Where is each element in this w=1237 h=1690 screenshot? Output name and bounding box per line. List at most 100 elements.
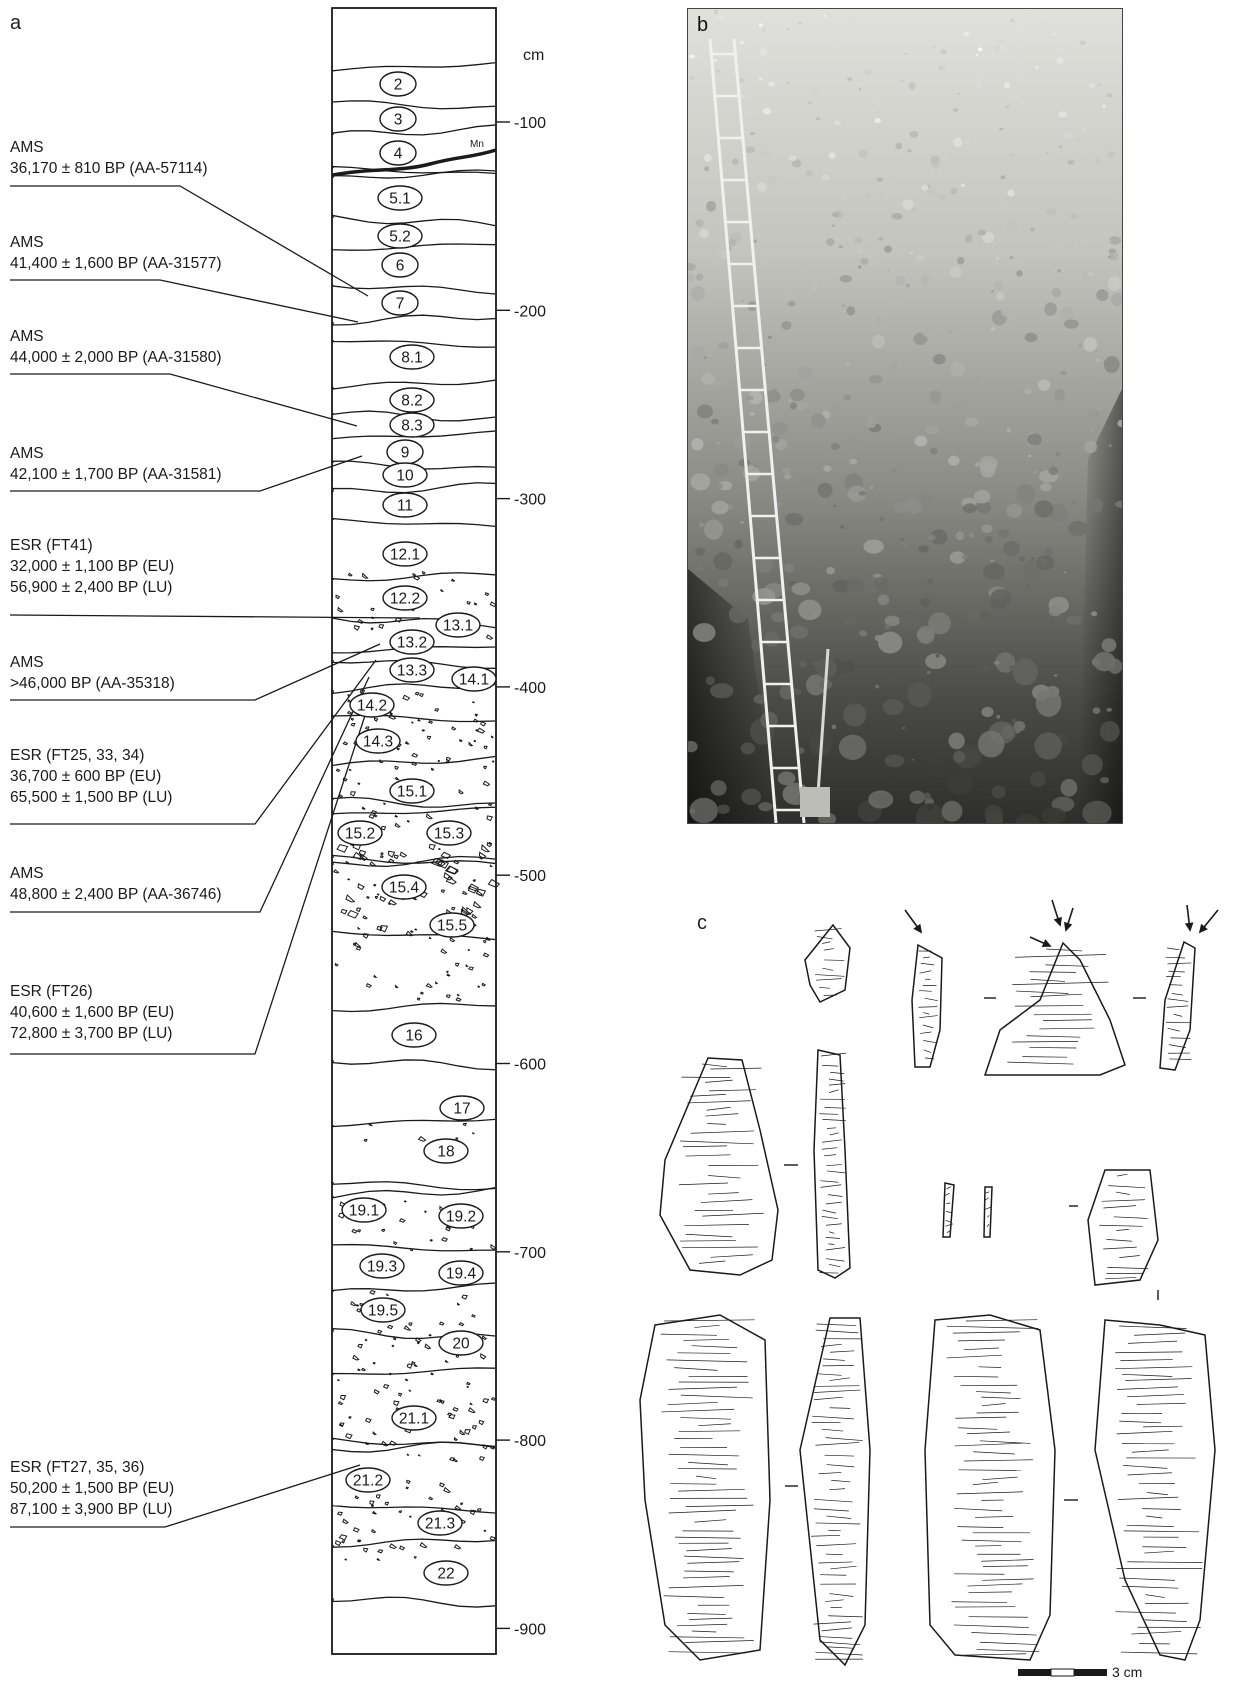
rock xyxy=(893,501,910,513)
rock xyxy=(1034,500,1053,518)
mn-label: Mn xyxy=(470,139,484,150)
stratum-boundary xyxy=(333,932,495,940)
clast xyxy=(473,1133,474,1134)
rock xyxy=(1105,239,1112,243)
rock xyxy=(1004,83,1010,89)
clast xyxy=(477,1509,481,1512)
rock xyxy=(778,771,796,785)
clast xyxy=(395,766,398,769)
rock xyxy=(949,266,961,277)
rock xyxy=(846,439,859,452)
rock xyxy=(864,70,872,75)
rock xyxy=(826,238,834,246)
rock xyxy=(768,336,772,339)
clast xyxy=(337,845,347,853)
stratum-boundary xyxy=(333,807,495,815)
rock xyxy=(734,540,743,549)
rock xyxy=(998,529,1010,538)
rock xyxy=(898,426,912,436)
clast xyxy=(481,721,486,725)
clast xyxy=(438,761,439,762)
clast xyxy=(397,748,399,750)
rock xyxy=(978,731,1005,758)
clast xyxy=(340,1395,345,1399)
rock xyxy=(962,555,968,560)
rock xyxy=(790,402,797,409)
rock xyxy=(806,170,813,176)
clast xyxy=(458,1303,460,1305)
clast xyxy=(358,928,360,930)
clast xyxy=(357,1309,361,1312)
rock xyxy=(771,389,777,394)
rock xyxy=(874,118,881,123)
rock xyxy=(784,474,792,480)
clast xyxy=(358,884,364,890)
rock xyxy=(1035,66,1038,68)
rock xyxy=(760,48,767,56)
layer-label: 19.1 xyxy=(349,1203,379,1220)
rock xyxy=(746,147,755,154)
rock xyxy=(844,394,852,400)
rock xyxy=(768,82,775,87)
rock xyxy=(904,53,907,55)
clast xyxy=(444,1488,450,1493)
depth-tick-label: -300 xyxy=(514,492,546,509)
layer-label: 18 xyxy=(437,1144,454,1161)
clast xyxy=(435,709,439,711)
rock xyxy=(784,564,795,573)
clast xyxy=(429,937,430,938)
clast xyxy=(421,992,424,994)
clast xyxy=(474,719,478,722)
rock xyxy=(832,725,837,730)
rock xyxy=(948,773,974,795)
rock xyxy=(1116,190,1121,193)
clast xyxy=(487,635,493,639)
rock xyxy=(1033,470,1037,473)
rock xyxy=(852,702,856,705)
stratum-boundary xyxy=(333,519,495,527)
rock xyxy=(690,76,694,80)
clast xyxy=(387,1294,389,1295)
rock xyxy=(757,182,767,192)
clast xyxy=(345,1559,346,1560)
rock xyxy=(746,395,754,400)
rock xyxy=(1064,132,1073,139)
rock xyxy=(901,80,905,83)
clast xyxy=(440,1400,442,1402)
clast xyxy=(473,702,475,703)
rock xyxy=(917,399,929,408)
layer-label: 5.1 xyxy=(389,191,411,208)
clast xyxy=(492,761,493,762)
clast xyxy=(474,741,475,742)
clast xyxy=(370,1501,374,1505)
clast xyxy=(484,746,487,749)
clast xyxy=(490,1537,495,1541)
clast xyxy=(351,723,355,726)
rock xyxy=(880,517,885,522)
clast xyxy=(452,907,455,910)
rock xyxy=(1038,379,1050,390)
rock xyxy=(823,15,826,17)
rock xyxy=(927,671,931,675)
depth-axis: -100-200-300-400-500-600-700-800-900 xyxy=(496,115,546,1638)
clast xyxy=(389,1373,391,1374)
clast xyxy=(358,619,363,623)
rock xyxy=(1027,433,1042,445)
clast xyxy=(346,1434,352,1439)
rock xyxy=(703,491,706,494)
rock xyxy=(1088,499,1103,514)
rock xyxy=(1009,153,1015,157)
rock xyxy=(1010,18,1014,22)
rock xyxy=(763,108,772,114)
rock xyxy=(716,69,720,73)
rock xyxy=(1061,779,1078,797)
rock xyxy=(980,461,996,478)
layer-label: 13.2 xyxy=(397,635,427,652)
clast xyxy=(454,1438,457,1441)
clast xyxy=(467,908,473,914)
rock xyxy=(790,625,808,638)
clast xyxy=(480,1457,485,1461)
rock xyxy=(711,780,727,796)
rock xyxy=(690,199,700,205)
layer-label: 14.3 xyxy=(363,734,393,751)
